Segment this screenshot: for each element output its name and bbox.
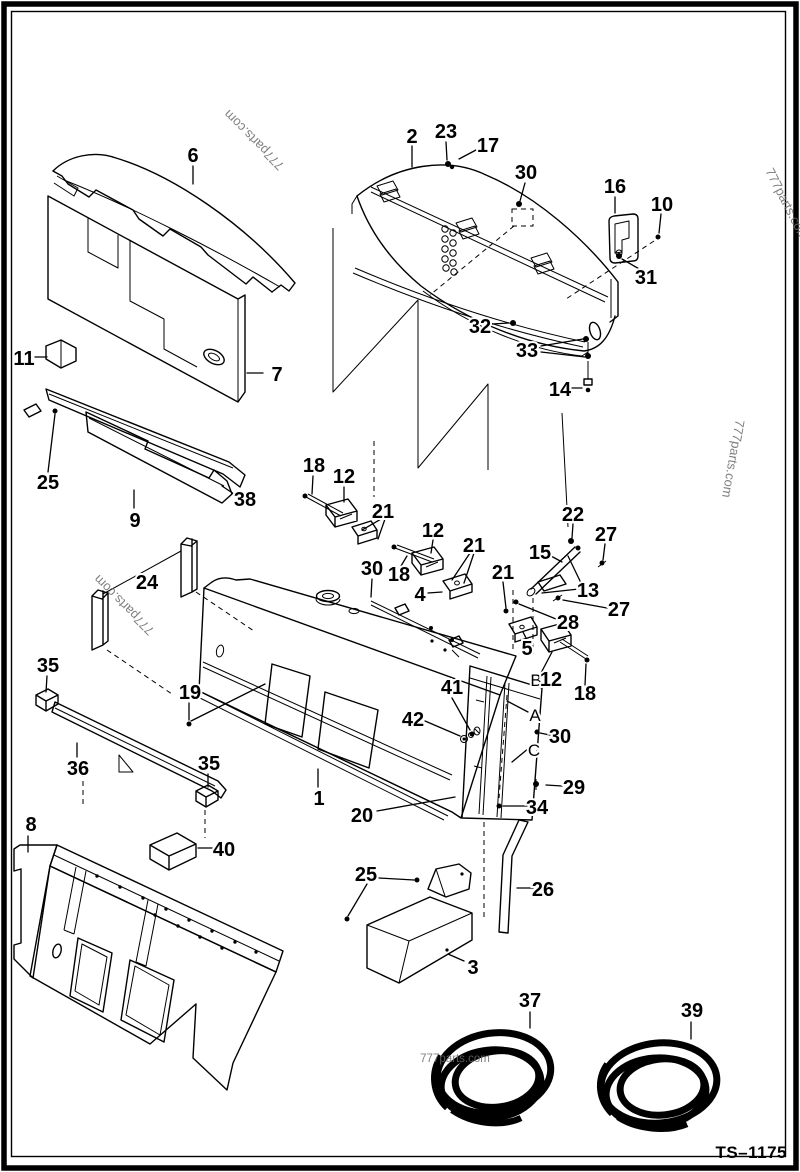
part-1-fuel-tank [197, 577, 543, 821]
part-callout-18: 18 [574, 683, 596, 705]
part-callout-A: A [529, 706, 541, 725]
part-callout-30: 30 [361, 558, 383, 580]
part-callout-35: 35 [37, 655, 59, 677]
part-3-box [366, 822, 485, 984]
part-7-panel [47, 195, 246, 403]
part-callout-1: 1 [313, 788, 324, 810]
part-callout-32: 32 [469, 316, 491, 338]
part-callout-41: 41 [441, 677, 463, 699]
part-callout-15: 15 [529, 542, 551, 564]
part-callout-30: 30 [515, 162, 537, 184]
part-callout-9: 9 [129, 510, 140, 532]
part-6-curved-baffle [52, 153, 296, 293]
part-2-rear-panel-assembly [332, 164, 655, 470]
part-callout-42: 42 [402, 709, 424, 731]
part-16-latch-bracket [608, 213, 639, 264]
part-24-posts [91, 537, 255, 695]
part-callout-27: 27 [608, 599, 630, 621]
part-callout-28: 28 [557, 612, 579, 634]
part-callout-2: 2 [406, 126, 417, 148]
part-8-support-panel [13, 844, 284, 1091]
part-callout-10: 10 [651, 194, 673, 216]
part-callout-7: 7 [271, 364, 282, 386]
part-callout-29: 29 [563, 777, 585, 799]
part-callout-25: 25 [355, 864, 377, 886]
part-37-hose-coil [431, 1029, 555, 1127]
part-26-tube [498, 819, 529, 934]
part-callout-33: 33 [516, 340, 538, 362]
part-callout-20: 20 [351, 805, 373, 827]
part-callout-12: 12 [422, 520, 444, 542]
part-callout-17: 17 [477, 135, 499, 157]
part-callout-40: 40 [213, 839, 235, 861]
part-callout-23: 23 [435, 121, 457, 143]
part-callout-12: 12 [540, 669, 562, 691]
part-36-strip [35, 688, 227, 838]
part-callout-21: 21 [463, 535, 485, 557]
part-callout-B: B [530, 671, 541, 690]
part-callout-13: 13 [577, 580, 599, 602]
part-callout-16: 16 [604, 176, 626, 198]
part-callout-34: 34 [526, 797, 549, 819]
part-callout-37: 37 [519, 990, 541, 1012]
part-callout-8: 8 [25, 814, 36, 836]
part-callout-25: 25 [37, 472, 59, 494]
drawing-number: TS–1175 [715, 1143, 787, 1162]
part-callout-12: 12 [333, 466, 355, 488]
watermark-text: 777parts.com [719, 419, 747, 499]
fastener-dots [52, 161, 661, 922]
part-callout-39: 39 [681, 1000, 703, 1022]
part-callout-3: 3 [467, 957, 478, 979]
part-callout-22: 22 [562, 504, 584, 526]
part-callout-21: 21 [492, 562, 514, 584]
part-callout-24: 24 [136, 572, 159, 594]
part-callout-6: 6 [187, 145, 198, 167]
part-40-box [149, 832, 197, 871]
part-callout-38: 38 [234, 489, 256, 511]
mount-cluster-left [305, 441, 481, 659]
part-callout-36: 36 [67, 758, 89, 780]
part-callout-18: 18 [303, 455, 325, 477]
part-callout-21: 21 [372, 501, 394, 523]
part-9-38-rails [23, 388, 246, 504]
part-callout-19: 19 [179, 682, 201, 704]
part-callout-11: 11 [13, 348, 34, 370]
leader-lines [27, 141, 692, 1040]
part-callout-30: 30 [549, 726, 571, 748]
part-callout-27: 27 [595, 524, 617, 546]
part-callout-C: C [528, 741, 540, 760]
watermark-text: 777parts.com [221, 107, 287, 173]
part-11-bracket [45, 339, 77, 369]
part-callout-14: 14 [549, 379, 572, 401]
part-callout-35: 35 [198, 753, 220, 775]
part-callout-31: 31 [635, 267, 657, 289]
part-callout-18: 18 [388, 564, 410, 586]
part-callout-5: 5 [521, 638, 532, 660]
part-39-hose-coil [597, 1039, 721, 1132]
part-callout-26: 26 [532, 879, 554, 901]
part-callout-4: 4 [414, 584, 426, 606]
mount-cluster-right [508, 412, 607, 660]
watermark-text: 777parts.com [420, 1053, 490, 1065]
